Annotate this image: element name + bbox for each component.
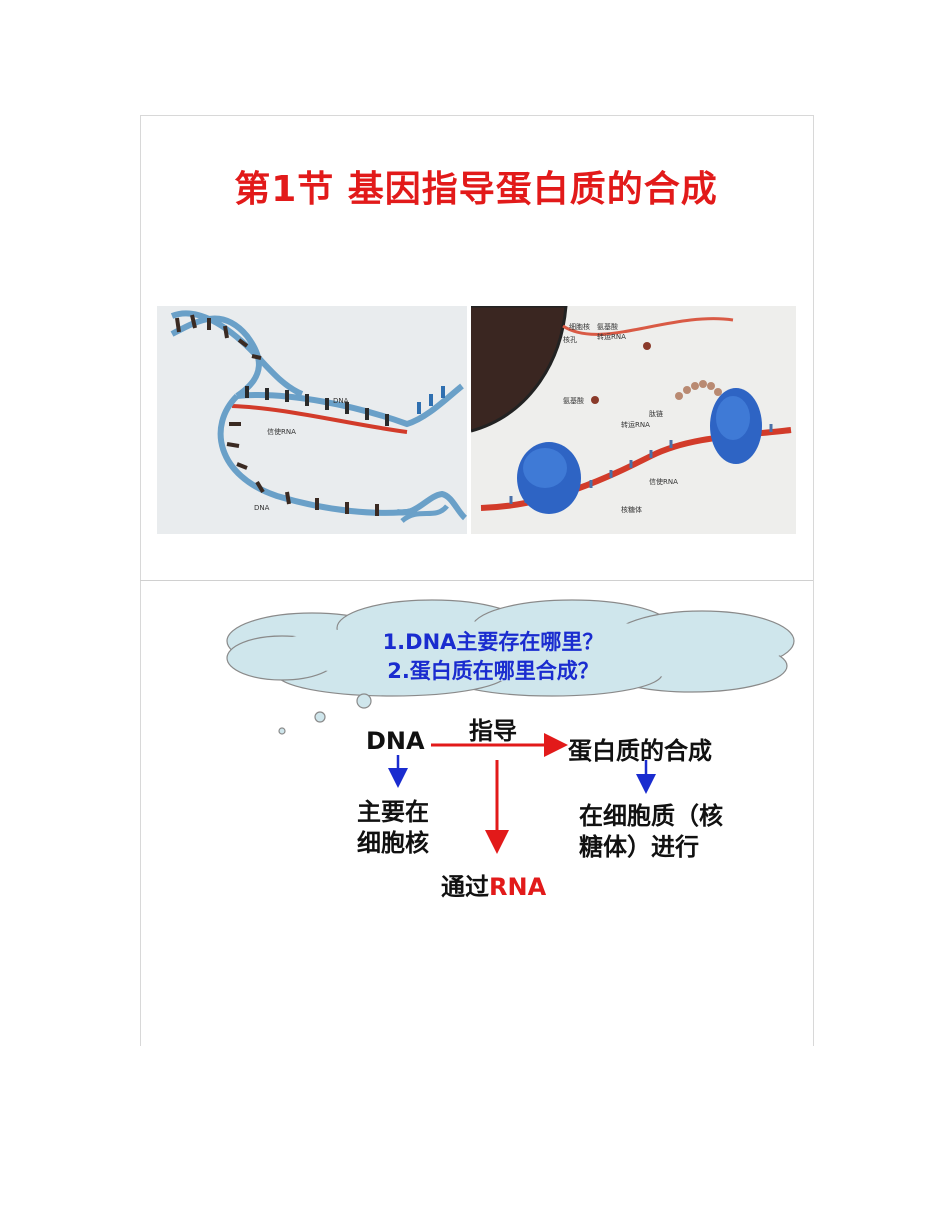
dna-label-bottom: DNA: [254, 504, 270, 512]
rna-label: RNA: [489, 873, 547, 901]
trna-label-1: 转运RNA: [597, 332, 626, 341]
mrna-label-right: 信使RNA: [649, 477, 678, 486]
trna-label-2: 转运RNA: [621, 420, 650, 429]
protein-location-line-1: 在细胞质（核: [579, 802, 723, 830]
transcription-illustration: DNA 信使RNA DNA: [157, 306, 467, 534]
dna-node: DNA: [366, 727, 425, 755]
translation-illustration: 细胞核 核孔 氨基酸 转运RNA 氨基酸 转运RNA 肽链 信使RNA 核糖体: [471, 306, 796, 534]
nuclear-membrane-label: 细胞核: [569, 322, 590, 331]
protein-location-line-2: 糖体）进行: [579, 833, 699, 861]
slide-title: 第1节 基因指导蛋白质的合成: [234, 169, 718, 210]
ribosome-label: 核糖体: [621, 505, 642, 514]
peptide-label: 肽链: [649, 409, 663, 418]
guide-label: 指导: [469, 717, 517, 745]
dna-location-line-1: 主要在: [357, 798, 429, 826]
dna-label-top: DNA: [333, 397, 349, 405]
protein-synthesis-node: 蛋白质的合成: [568, 737, 712, 765]
via-prefix: 通过: [441, 873, 489, 901]
via-rna-text: 通过RNA: [441, 867, 546, 902]
question-2: 2.蛋白质在哪里合成？: [387, 659, 599, 683]
nuclear-pore-label: 核孔: [563, 335, 577, 344]
mrna-label: 信使RNA: [267, 427, 296, 436]
question-1: 1.DNA主要存在哪里？: [382, 630, 604, 654]
amino-acid-label-2: 氨基酸: [563, 396, 584, 405]
question-cloud: [222, 596, 802, 740]
slide-divider: [140, 580, 813, 581]
dna-location-line-2: 细胞核: [357, 829, 429, 857]
amino-acid-label-1: 氨基酸: [597, 322, 618, 331]
